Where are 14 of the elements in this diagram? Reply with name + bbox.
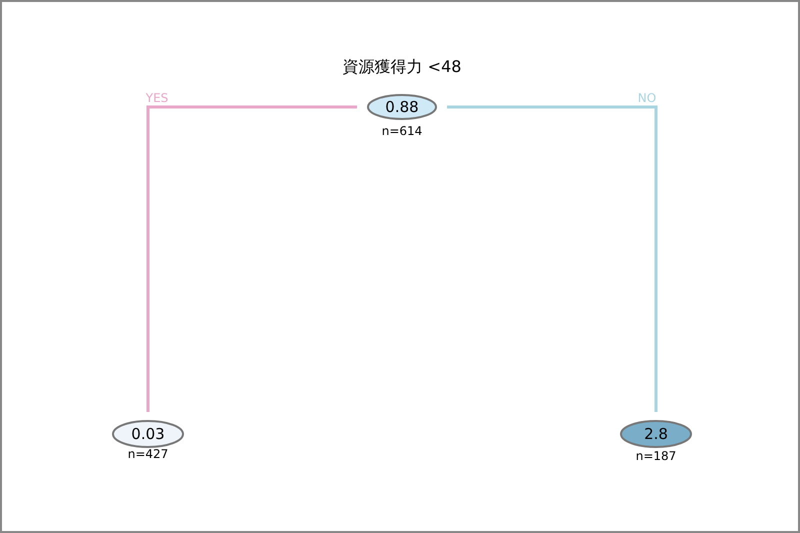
sample-count: n=187 bbox=[636, 450, 676, 462]
ellipse-node bbox=[112, 420, 184, 448]
node-value: 2.8 bbox=[644, 425, 668, 443]
edge-label: NO bbox=[636, 91, 658, 105]
node-value: 0.03 bbox=[131, 425, 165, 443]
ellipse-node bbox=[620, 420, 692, 448]
tree-branch bbox=[146, 106, 357, 412]
ellipse-node bbox=[367, 94, 437, 120]
node-value: 0.88 bbox=[385, 98, 419, 116]
edge-label: YES bbox=[144, 91, 170, 105]
sample-count: n=614 bbox=[382, 125, 422, 137]
tree-branch bbox=[447, 106, 658, 412]
split-condition: 資源獲得力 <48 bbox=[342, 59, 462, 75]
sample-count: n=427 bbox=[128, 448, 168, 460]
